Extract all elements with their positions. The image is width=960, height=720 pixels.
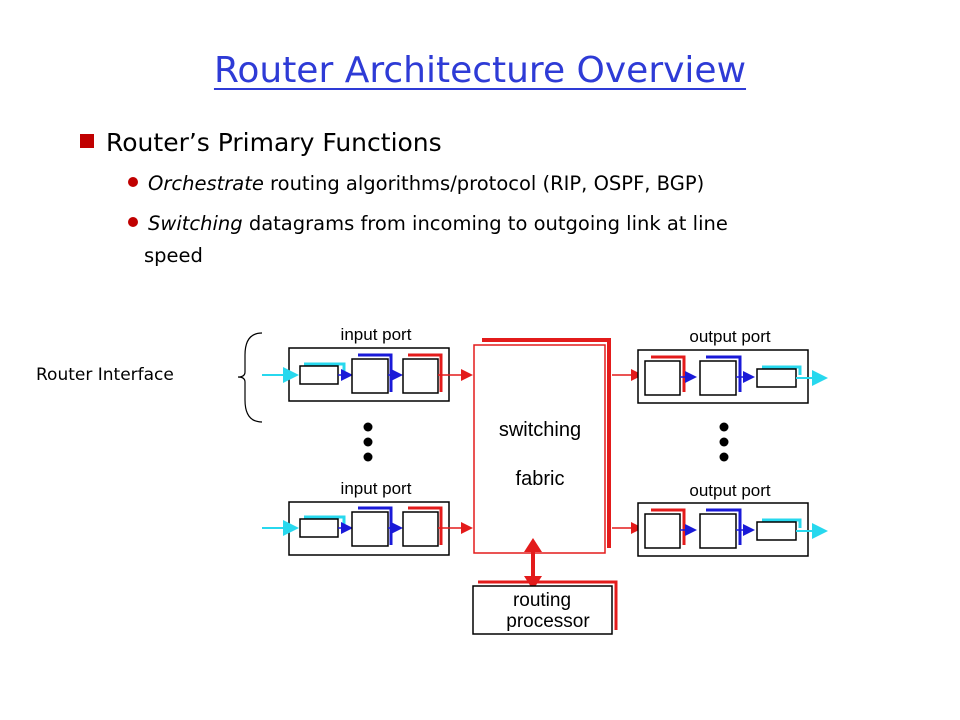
sub-bullet-1-text: routing algorithms/protocol (RIP, OSPF, …	[263, 172, 705, 195]
interface-brace-icon	[237, 332, 263, 423]
square-bullet-icon	[80, 134, 94, 148]
slide-title: Router Architecture Overview	[213, 50, 747, 91]
bullet-heading: Router’s Primary Functions	[106, 128, 442, 157]
sub-bullet-2-italic: Switching	[148, 212, 243, 235]
output-port-bottom-label: output port	[689, 481, 771, 500]
processor-label: processor	[506, 611, 590, 632]
output-port-top: output port	[612, 327, 828, 404]
router-interface-label: Router Interface	[36, 365, 174, 385]
input-port-top: input port	[262, 325, 473, 402]
round-bullet-icon	[128, 217, 138, 227]
routing-processor: routing processor	[472, 580, 618, 635]
sub-bullet-switching: Switching datagrams from incoming to out…	[128, 208, 848, 272]
routing-label: routing	[513, 590, 571, 611]
input-port-top-label: input port	[341, 325, 412, 344]
output-port-top-label: output port	[689, 327, 771, 346]
input-port-bottom: input port	[262, 479, 473, 556]
output-port-bottom: output port	[612, 481, 828, 557]
fabric-label: fabric	[516, 468, 565, 490]
sub-bullet-orchestrate: Orchestrate routing algorithms/protocol …	[128, 168, 704, 200]
round-bullet-icon	[128, 177, 138, 187]
sub-bullet-2-text: datagrams from incoming to outgoing link…	[242, 212, 728, 235]
bullet-primary-functions: Router’s Primary Functions	[80, 128, 442, 157]
sub-bullet-2-continuation: speed	[144, 244, 203, 267]
slide-title-wrap: Router Architecture Overview	[0, 50, 960, 91]
input-port-bottom-label: input port	[341, 479, 412, 498]
switching-label: switching	[499, 419, 581, 441]
sub-bullet-1-italic: Orchestrate	[148, 172, 264, 195]
switching-fabric: switching fabric	[473, 338, 611, 554]
output-ellipsis-icon	[719, 422, 729, 462]
input-ellipsis-icon	[363, 422, 373, 462]
